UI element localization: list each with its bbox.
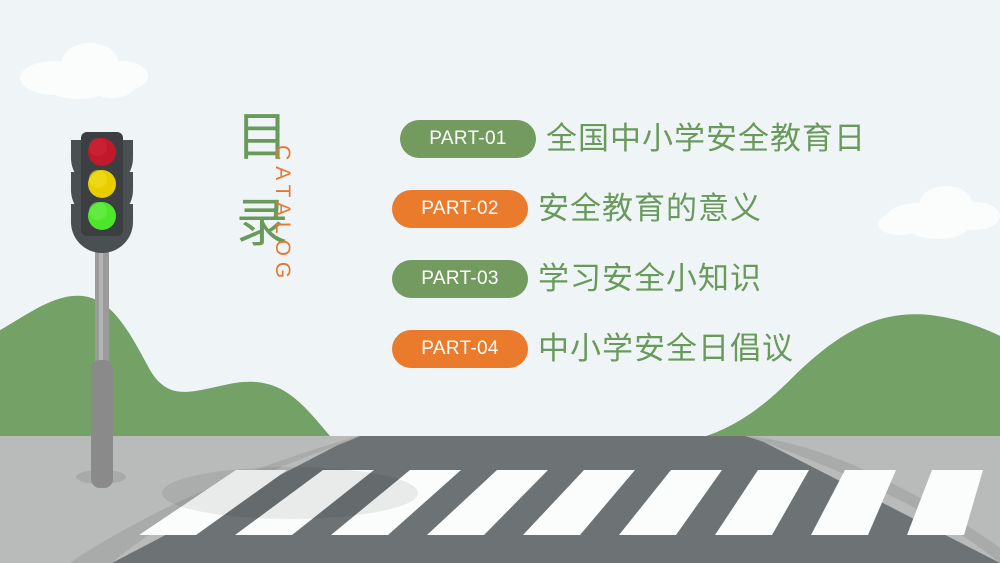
crosswalk-stripe xyxy=(619,470,722,535)
traffic-light-pole-highlight xyxy=(99,240,103,385)
agenda-label-part-03: 学习安全小知识 xyxy=(538,261,762,297)
crosswalk xyxy=(139,470,983,535)
road-asphalt xyxy=(112,436,1000,563)
yellow-lamp-gloss xyxy=(89,170,107,188)
cloud-icon-left xyxy=(20,43,148,99)
agenda-item-4[interactable]: PART-04 中小学安全日倡议 xyxy=(392,322,952,392)
crosswalk-stripe xyxy=(523,470,635,535)
crosswalk-stripe xyxy=(331,470,461,535)
sidewalk-curb-left xyxy=(0,436,360,563)
agenda-label-part-02: 安全教育的意义 xyxy=(538,191,762,227)
crosswalk-stripe xyxy=(427,470,548,535)
agenda-item-3[interactable]: PART-03 学习安全小知识 xyxy=(392,252,952,322)
sidewalk-curb-left-edge xyxy=(0,436,360,563)
crosswalk-stripe xyxy=(811,470,896,535)
catalog-title-block: 目 录 CATALOG xyxy=(228,95,348,310)
traffic-light-icon xyxy=(71,132,133,488)
red-lamp-gloss xyxy=(89,138,107,156)
agenda-badge-part-02[interactable]: PART-02 xyxy=(392,190,528,228)
crosswalk-stripe xyxy=(715,470,809,535)
ground-shadow xyxy=(162,467,418,519)
crosswalk-stripe xyxy=(907,470,983,535)
hill-left xyxy=(0,295,330,470)
crosswalk-stripe xyxy=(139,470,287,535)
agenda-badge-part-03[interactable]: PART-03 xyxy=(392,260,528,298)
agenda-label-part-01: 全国中小学安全教育日 xyxy=(546,121,866,157)
page-title-cn: 目 录 xyxy=(235,108,290,254)
sidewalk-curb-right xyxy=(745,436,1000,563)
agenda-badge-part-01[interactable]: PART-01 xyxy=(400,120,536,158)
agenda-label-part-04: 中小学安全日倡议 xyxy=(538,331,794,367)
green-lamp-gloss xyxy=(89,202,107,220)
traffic-light-pole-base xyxy=(91,360,113,488)
agenda-item-1[interactable]: PART-01 全国中小学安全教育日 xyxy=(392,112,952,182)
agenda-badge-part-04[interactable]: PART-04 xyxy=(392,330,528,368)
hill-right xyxy=(640,314,1000,470)
crosswalk-stripe xyxy=(235,470,374,535)
page-title-en: CATALOG xyxy=(271,145,294,285)
cloud-icon-right xyxy=(878,186,1000,239)
agenda-item-2[interactable]: PART-02 安全教育的意义 xyxy=(392,182,952,252)
agenda-list: PART-01 全国中小学安全教育日 PART-02 安全教育的意义 PART-… xyxy=(392,112,952,392)
